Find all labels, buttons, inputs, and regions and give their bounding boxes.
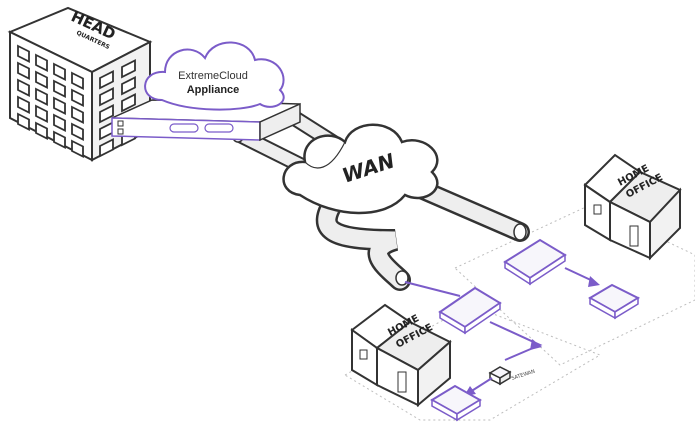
building-window (99, 138, 114, 158)
cloud-shape (144, 41, 285, 111)
cloud-label-line2: Appliance (187, 84, 240, 96)
building-window (71, 88, 84, 107)
small-device: SATEWAN (488, 366, 536, 386)
router-right (503, 238, 567, 286)
building-window (17, 61, 30, 80)
headquarters-building: HEAD QUARTERS (7, 6, 153, 162)
wan-cloud: WAN (282, 123, 439, 215)
building-window (35, 121, 48, 140)
link-device-to-ap (469, 377, 493, 393)
router-left (438, 286, 502, 335)
link-left-router-to-device (489, 321, 543, 361)
building-window (53, 130, 66, 149)
building-window (121, 59, 136, 79)
small-device-label: SATEWAN (511, 369, 536, 382)
building-window (71, 105, 84, 124)
building-window (121, 93, 136, 113)
building-window (53, 113, 66, 132)
building-window (99, 70, 114, 90)
pipe-to-left-office (315, 189, 411, 291)
building-window (17, 78, 30, 97)
building-window (53, 96, 66, 115)
access-point-left (430, 384, 482, 422)
access-point-right (587, 283, 641, 320)
building-window (99, 104, 114, 124)
link-pipe-to-left-router (404, 281, 461, 297)
floor-area-left (344, 304, 602, 421)
building-window (35, 87, 48, 106)
building-window (71, 122, 84, 141)
building-window (35, 104, 48, 123)
home-office-left: HOME OFFICE (350, 303, 452, 408)
building-windows (17, 44, 136, 158)
building-window (35, 53, 48, 72)
building-window (121, 76, 136, 96)
wan-cloud-shape (282, 123, 439, 215)
building-window (17, 95, 30, 114)
building-window (17, 44, 30, 63)
home-office-right: HOME OFFICE (583, 153, 682, 261)
building-window (71, 139, 84, 158)
extremecloud-appliance-cloud: ExtremeCloud Appliance (144, 41, 285, 111)
building-window (53, 62, 66, 81)
building-window (53, 79, 66, 98)
building-window (17, 112, 30, 131)
building-window (35, 70, 48, 89)
building-window (71, 71, 84, 90)
cloud-label-line1: ExtremeCloud (178, 70, 248, 82)
building-window (99, 87, 114, 107)
